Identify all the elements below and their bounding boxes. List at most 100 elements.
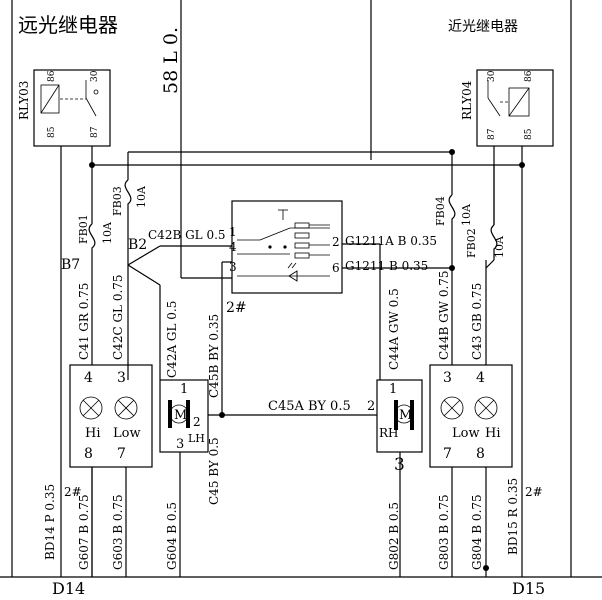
low-relay-coil-slash [508,87,530,117]
right-motor-symbol: M [394,400,414,430]
low-relay-contact-arm [487,97,501,117]
fuse-fb01-id: FB01 [77,214,90,244]
right-motor-m: M [399,408,412,423]
fuse-fb03-id: FB03 [111,186,124,216]
high-relay-pin-86: 86 [47,70,57,82]
left-lamp-pin-4: 4 [84,370,93,386]
low-relay-pin-85: 85 [524,128,534,140]
low-relay-pin-30: 30 [487,70,497,82]
low-relay-id: RLY04 [460,80,474,120]
fuse-fb03: FB03 10A [111,179,148,244]
junction-92-165 [89,162,95,168]
label-g804: G804 B 0.75 [470,494,484,570]
wire-b2-diag [127,245,161,266]
label-c42c: C42C GL 0.75 [111,274,125,360]
label-c42b: C42B GL 0.5 [148,228,226,242]
switch-pin-6: 6 [332,261,340,275]
high-relay-pin-85: 85 [47,126,57,138]
left-lamp-low-label: Low [113,426,141,441]
left-lamp-block [69,364,153,468]
label-2-mark-top: 2# [226,300,247,316]
label-c45b: C45B BY 0.35 [207,314,221,398]
junction-522-165 [519,162,525,168]
switch-internals [237,209,330,282]
fuse-fb02-id: FB02 [465,228,478,258]
left-motor-pin-1: 1 [180,382,188,397]
label-g603: G603 B 0.75 [111,494,125,570]
label-b2: B2 [128,237,147,253]
label-g802: G802 B 0.5 [387,502,401,570]
right-lamp-hi [474,396,498,420]
right-motor-pin-1: 1 [389,382,397,397]
label-2-mark-left: 2# [64,485,82,499]
right-lamp-pin-8: 8 [476,446,485,462]
fuse-fb04-rating: 10A [460,203,473,226]
left-lamp-pin-7: 7 [117,446,126,462]
switch-pin-4: 4 [229,240,237,254]
left-lamp-hi [79,396,103,420]
fuse-fb01-rating: 10A [101,221,114,244]
right-motor-rh: RH [379,426,399,440]
high-relay-coil-slash [40,84,60,114]
label-58l: 58 L 0. [160,27,182,94]
left-motor-pin-3: 3 [176,437,184,452]
left-lamp-pin-8: 8 [84,446,93,462]
right-lamp-low-label: Low [452,426,480,441]
right-lamp-pin-4: 4 [476,370,485,386]
label-bd15: BD15 R 0.35 [506,478,520,555]
label-c44b: C44B GW 0.75 [437,270,451,360]
low-relay-title: 近光继电器 [448,19,518,35]
low-relay-pin-87: 87 [487,128,497,140]
high-relay-contact-arm [85,97,97,117]
label-c41: C41 GR 0.75 [77,283,91,360]
label-2-mark-right: 2# [525,485,543,499]
low-relay-pin-86: 86 [524,70,534,82]
fuse-fb01: FB01 10A [77,214,114,577]
ground-d15: D15 [512,579,545,598]
label-c44a: C44A GW 0.5 [387,288,401,370]
fuse-fb04: FB04 10A [434,194,473,265]
wire-fb02-bend [485,259,495,269]
left-lamp-low [114,396,138,420]
left-motor-lh: LH [188,432,205,445]
fuse-fb02-rating: 10A [493,235,506,258]
junction-486-568 [483,565,489,571]
high-relay-pin-87: 87 [90,126,100,138]
left-lamp-pin-3: 3 [117,370,126,386]
right-lamp-pin-7: 7 [443,446,452,462]
switch-pin-1: 1 [229,225,237,239]
label-b7: B7 [61,257,80,273]
label-g803: G803 B 0.75 [437,494,451,570]
right-lamp-block [429,364,513,468]
left-motor-symbol: M [168,400,190,428]
label-bd14: BD14 P 0.35 [43,484,57,560]
high-relay-pin-30: 30 [90,70,100,82]
label-g604: G604 B 0.5 [165,502,179,570]
label-g1211: G1211 B 0.35 [345,259,428,273]
left-lamp-hi-label: Hi [85,426,101,441]
left-motor-pin-2: 2 [193,415,201,429]
high-relay-coil [40,84,60,114]
left-motor-m: M [174,408,187,423]
high-relay-box [33,69,111,147]
label-c45a: C45A BY 0.5 [268,399,351,414]
right-motor-pin-2: 2 [367,399,375,414]
right-motor-block [376,379,423,453]
headlamp-switch [231,200,343,294]
right-lamp-hi-label: Hi [485,426,501,441]
right-lamp-low [440,396,464,420]
fuse-fb02: FB02 10A [465,224,506,260]
wire-b2-diag-down [127,264,161,286]
switch-pin-3: 3 [229,260,237,274]
fuse-fb03-rating: 10A [135,185,148,208]
high-relay-title: 远光继电器 [18,13,118,37]
label-c42a: C42A GL 0.5 [165,301,179,378]
label-g607: G607 B 0.75 [77,494,91,570]
switch-pin-2: 2 [332,235,340,249]
right-lamp-pin-3: 3 [443,370,452,386]
fuse-fb04-id: FB04 [434,196,447,226]
high-relay-contact-dot [93,89,99,95]
label-c43: C43 GB 0.75 [470,283,484,360]
ground-d14: D14 [52,579,85,598]
